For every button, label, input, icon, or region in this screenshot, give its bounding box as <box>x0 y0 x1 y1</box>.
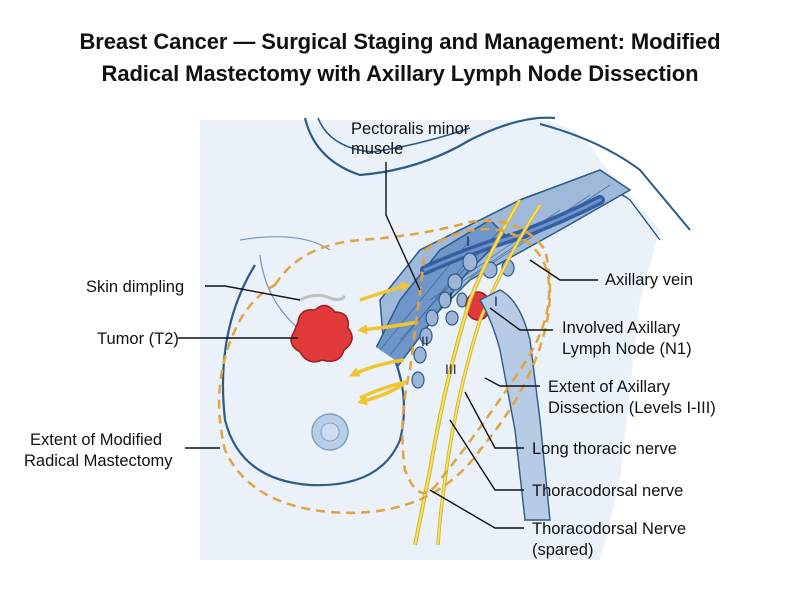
arm-outline <box>539 123 691 231</box>
label-skin-dimpling: Skin dimpling <box>86 278 184 296</box>
label-thoracodorsal-spared-line1: Thoracodorsal Nerve <box>532 520 686 538</box>
nipple <box>320 422 340 442</box>
level-i-mid: I <box>449 289 453 305</box>
skin-dimpling-mark <box>299 293 347 302</box>
label-thoracodorsal-nerve: Thoracodorsal nerve <box>532 482 683 500</box>
leader-extent-ald <box>484 377 540 387</box>
label-axillary-vein: Axillary vein <box>605 271 693 289</box>
title-line-2: Radical Mastectomy with Axillary Lymph N… <box>101 61 699 86</box>
level-i-right: I <box>494 293 498 309</box>
tumor-mass <box>290 304 353 363</box>
level-ii: II <box>421 333 429 349</box>
diagram-title: Breast Cancer — Surgical Staging and Man… <box>0 26 800 90</box>
label-extent-mrm-line1: Extent of Modified <box>30 431 162 449</box>
neck-outline <box>317 117 471 153</box>
label-long-thoracic-nerve: Long thoracic nerve <box>532 440 677 458</box>
level-iii: III <box>445 361 457 377</box>
thoracodorsal-nerve-highlight <box>437 204 541 546</box>
leader-pectoralis <box>385 162 421 291</box>
leader-thoracodorsal-spared <box>429 489 524 529</box>
long-thoracic-nerve-highlight <box>414 199 521 546</box>
leader-involved-node <box>489 307 553 331</box>
label-extent-ald-line2: Dissection (Levels I-III) <box>548 399 716 417</box>
level-i-top: I <box>466 233 470 249</box>
label-extent-mrm-line2: Radical Mastectomy <box>24 452 173 470</box>
leader-thoracodorsal <box>449 419 524 491</box>
leader-axillary-vein <box>529 259 598 281</box>
lateral-chest-wall <box>479 289 551 521</box>
shoulder-outline <box>303 116 556 177</box>
label-extent-ald-line1: Extent of Axillary <box>548 378 671 396</box>
label-involved-node-line2: Lymph Node (N1) <box>562 340 692 358</box>
spread-arrows <box>349 282 419 406</box>
label-tumor: Tumor (T2) <box>97 330 179 348</box>
breast-inner-fold <box>259 254 301 331</box>
label-thoracodorsal-spared-line2: (spared) <box>532 541 593 559</box>
leader-skin-dimpling <box>205 285 301 301</box>
label-pectoralis-minor-line1: Pectoralis minor <box>351 120 470 138</box>
label-pectoralis-minor-line2: muscle <box>351 140 403 158</box>
leader-long-thoracic <box>464 391 524 449</box>
label-involved-node-line1: Involved Axillary <box>562 319 681 337</box>
title-line-1: Breast Cancer — Surgical Staging and Man… <box>79 29 721 54</box>
axillary-dissection-extent-dashed <box>401 227 551 495</box>
